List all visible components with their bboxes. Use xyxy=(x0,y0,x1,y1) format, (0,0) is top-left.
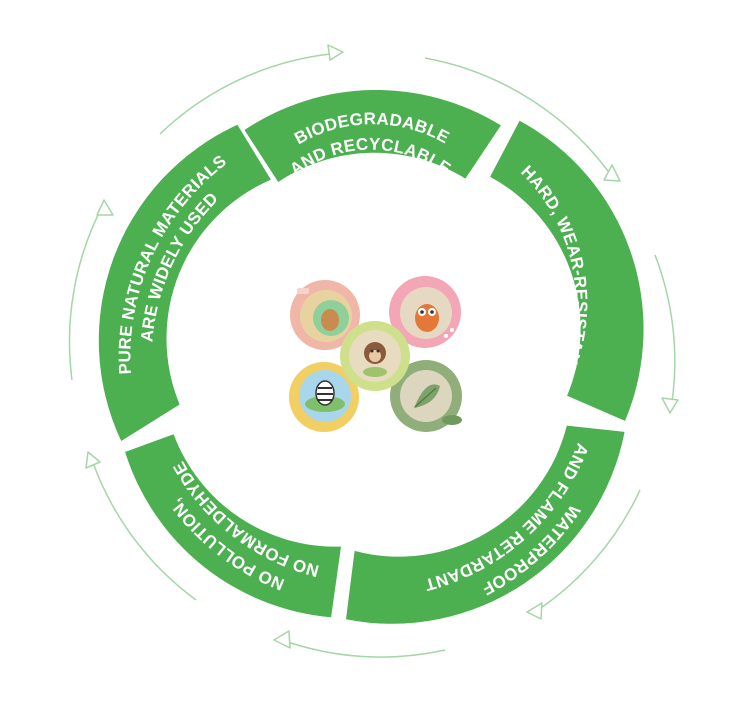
arrowhead-icon xyxy=(603,164,621,182)
arrow-arc-top-left xyxy=(159,53,331,135)
arrow-arc-left xyxy=(68,204,104,381)
zebra-bowl-icon xyxy=(289,362,359,432)
arrow-arc-bottom-left xyxy=(91,459,197,601)
arrowhead-icon xyxy=(526,602,543,620)
arrow-arc-right xyxy=(654,254,676,403)
cycle-arrows xyxy=(68,53,676,658)
ring-segments xyxy=(98,89,644,624)
arrowhead-icon xyxy=(661,397,679,414)
bamboo-kids-bowls-image xyxy=(289,276,462,432)
arrowhead-icon xyxy=(273,630,291,649)
monkey-bowl-icon xyxy=(340,321,410,391)
segment-bottom-left xyxy=(125,434,341,618)
segment-top xyxy=(244,89,501,182)
segment-bottom-right xyxy=(346,425,625,624)
leaf-bowl-icon xyxy=(390,360,462,432)
segment-left xyxy=(98,124,271,442)
segment-right xyxy=(490,120,644,421)
cycle-arrowheads xyxy=(85,44,679,649)
arrowhead-icon xyxy=(96,199,114,216)
owl-bowl-icon xyxy=(389,276,461,348)
arrow-arc-top-right xyxy=(424,57,614,179)
deer-bowl-icon xyxy=(290,280,360,350)
arrowhead-icon xyxy=(327,44,344,61)
arrow-arc-bottom xyxy=(281,639,446,658)
arrow-arc-bottom-right xyxy=(534,489,641,613)
arrowhead-icon xyxy=(85,451,101,469)
